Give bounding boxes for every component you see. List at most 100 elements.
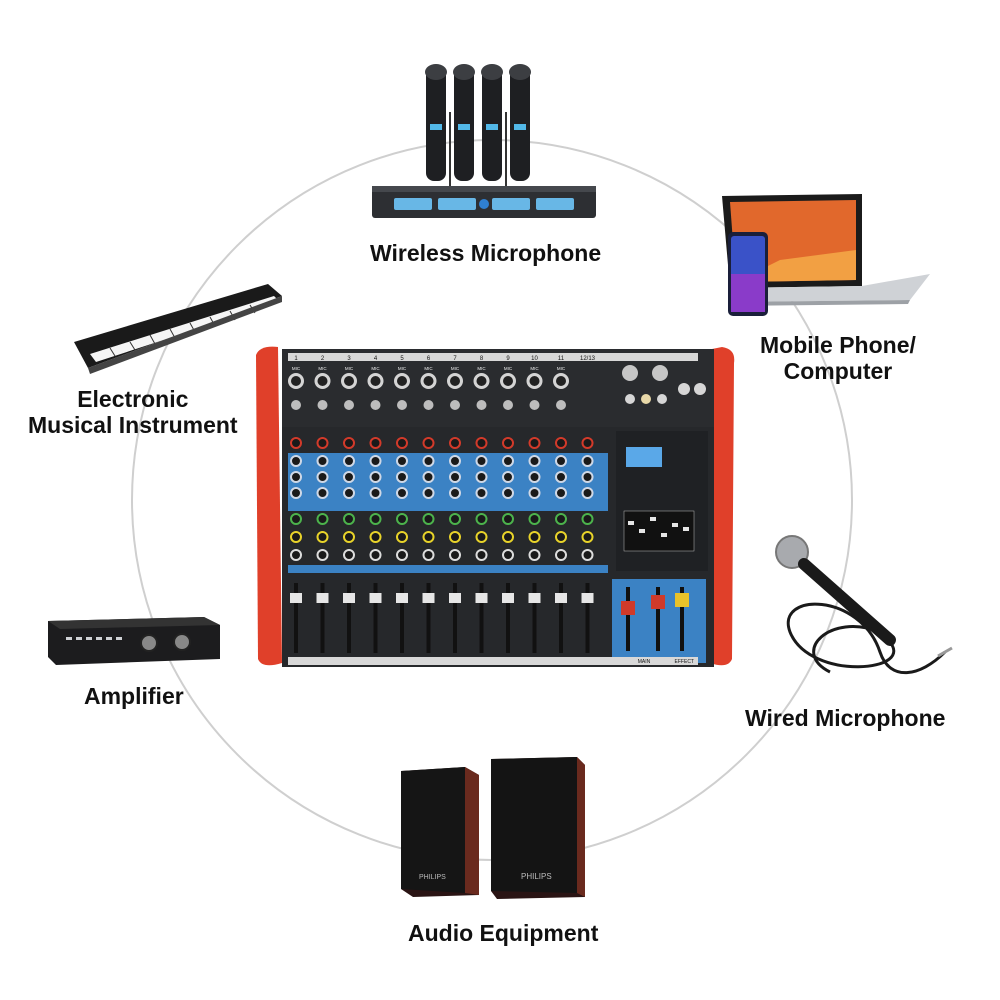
channel-knob (555, 531, 567, 543)
fader-cap (290, 593, 302, 603)
channel-knob (343, 549, 355, 561)
xlr-jack-inner (370, 376, 381, 386)
channel-knob (475, 531, 488, 543)
channel-knob (343, 455, 355, 467)
fader-slot (559, 583, 563, 653)
xlr-jack-inner (317, 376, 328, 386)
line-jack (317, 400, 328, 410)
fader-slot (585, 583, 590, 653)
channel-knob (290, 455, 302, 467)
channel-knob (449, 487, 461, 499)
mobile-phone-computer-label: Mobile Phone/ Computer (760, 332, 916, 384)
channel-knob (502, 531, 514, 543)
speaker-brand-left: PHILIPS (419, 874, 446, 881)
mic-label: MIC (477, 366, 486, 371)
fader-slot (426, 583, 431, 653)
channel-knob (528, 487, 541, 499)
channel-knob (449, 531, 461, 543)
speaker-brand-right: PHILIPS (521, 872, 552, 881)
fader-cap (343, 593, 355, 603)
xlr-jack-inner (503, 376, 513, 386)
channel-number: 7 (453, 356, 457, 362)
channel-number: 12/13 (580, 356, 596, 362)
channel-knob (290, 471, 302, 483)
fader-cap (449, 593, 461, 603)
channel-knob (528, 531, 541, 543)
line-jack (450, 400, 460, 410)
channel-knob (369, 487, 382, 499)
mic-label: MIC (318, 366, 327, 371)
channel-knob (396, 487, 408, 499)
channel-knob (555, 549, 567, 561)
audio-equipment-label: Audio Equipment (408, 920, 599, 946)
channel-knob (555, 455, 567, 467)
channel-knob (555, 437, 567, 449)
electronic-label-line1: Electronic (77, 386, 189, 412)
channel-knob (581, 437, 594, 449)
channel-knob (449, 549, 461, 561)
channel-knob (502, 437, 514, 449)
channel-knob (343, 437, 355, 449)
fader-cap (369, 593, 382, 603)
channel-knob (502, 513, 514, 525)
channel-knob (396, 471, 408, 483)
channel-knob (396, 549, 408, 561)
channel-knob (502, 455, 514, 467)
line-jack (423, 400, 434, 410)
line-jack (397, 400, 407, 410)
channel-knob (343, 487, 355, 499)
fader-slot (479, 583, 484, 653)
channel-knob (475, 437, 488, 449)
channel-knob (316, 437, 329, 449)
channel-knob (316, 513, 329, 525)
channel-knob (369, 437, 382, 449)
channel-knob (396, 437, 408, 449)
electronic-instrument-label: Electronic Musical Instrument (28, 386, 238, 438)
channel-knob (422, 487, 435, 499)
xlr-jack-inner (476, 376, 487, 386)
wireless-microphone-image (372, 64, 596, 218)
mobile-phone-label-line1: Mobile Phone/ (760, 332, 916, 358)
line-jack (291, 400, 301, 410)
mic-label: MIC (530, 366, 539, 371)
line-jack (344, 400, 354, 410)
keyboard-image (74, 284, 282, 374)
channel-knob (422, 437, 435, 449)
line-jack (503, 400, 513, 410)
fader-slot (294, 583, 298, 653)
channel-knob (369, 455, 382, 467)
channel-number: 3 (347, 356, 351, 362)
channel-knob (369, 549, 382, 561)
channel-knob (316, 471, 329, 483)
amplifier-image (48, 617, 220, 665)
channel-knob (528, 437, 541, 449)
channel-knob (581, 471, 594, 483)
channel-knob (528, 455, 541, 467)
laptop-phone-image (722, 194, 930, 316)
channel-number: 5 (400, 356, 404, 362)
xlr-jack-inner (344, 376, 354, 386)
channel-knob (369, 471, 382, 483)
channel-knob (369, 531, 382, 543)
amplifier-label: Amplifier (84, 683, 184, 709)
channel-knob (502, 471, 514, 483)
channel-knob (475, 471, 488, 483)
channel-knob (528, 549, 541, 561)
fader-cap (528, 593, 541, 603)
channel-knob (449, 437, 461, 449)
channel-number: 11 (558, 356, 565, 362)
main-label: MAIN (638, 659, 651, 665)
xlr-jack-inner (529, 376, 540, 386)
fader-cap (422, 593, 435, 603)
fader-cap (475, 593, 488, 603)
speakers-image: PHILIPS PHILIPS (401, 757, 585, 899)
channel-knob (422, 549, 435, 561)
channel-knob (316, 531, 329, 543)
fader-cap (396, 593, 408, 603)
channel-knob (581, 549, 594, 561)
channel-number: 6 (427, 356, 431, 362)
effect-label: EFFECT (675, 659, 694, 665)
fader-slot (320, 583, 325, 653)
channel-knob (581, 455, 594, 467)
mic-label: MIC (424, 366, 433, 371)
